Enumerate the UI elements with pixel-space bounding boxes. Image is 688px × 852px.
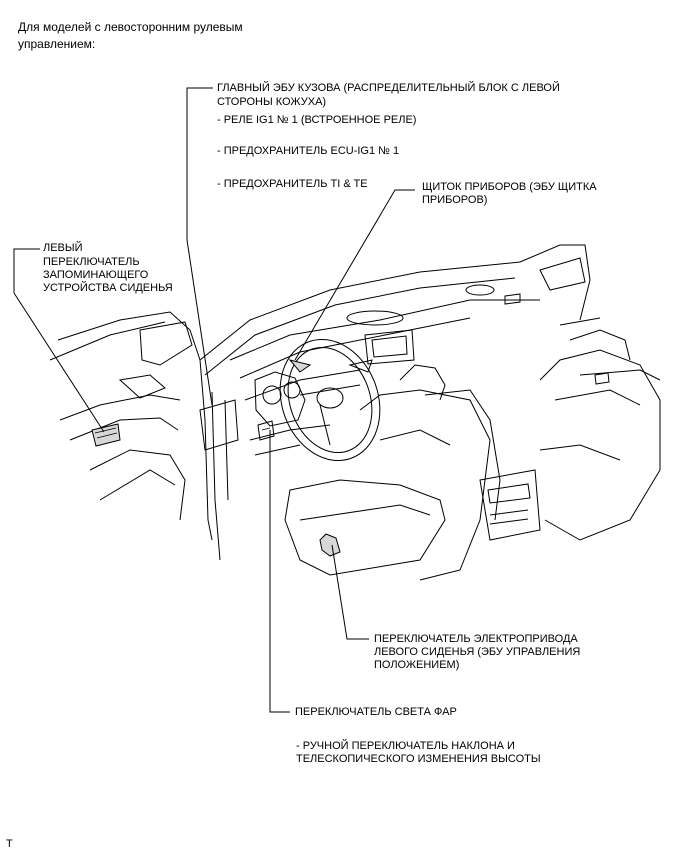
memory-switch-label-line3: ЗАПОМИНАЮЩЕГО bbox=[43, 269, 149, 281]
leader-lines bbox=[13, 87, 415, 713]
main-ecu-label-line2: СТОРОНЫ КОЖУХА) bbox=[217, 96, 327, 108]
fuse-ecu-label: - ПРЕДОХРАНИТЕЛЬ ECU-IG1 № 1 bbox=[217, 145, 400, 157]
left-door bbox=[49, 311, 213, 541]
windshield-frame bbox=[199, 261, 521, 561]
relay-label: - РЕЛЕ IG1 № 1 (ВСТРОЕННОЕ РЕЛЕ) bbox=[217, 114, 417, 126]
meter-label-line2: ПРИБОРОВ) bbox=[422, 194, 488, 206]
leader-headlight bbox=[269, 430, 290, 713]
main-ecu-label-line1: ГЛАВНЫЙ ЭБУ КУЗОВА (РАСПРЕДЕЛИТЕЛЬНЫЙ БЛ… bbox=[217, 82, 560, 94]
leader-seat-switch bbox=[331, 544, 369, 640]
fuse-ti-label: - ПРЕДОХРАНИТЕЛЬ TI & TE bbox=[217, 178, 368, 190]
dashboard bbox=[229, 284, 540, 456]
memory-switch-label-line2: ПЕРЕКЛЮЧАТЕЛЬ bbox=[43, 256, 140, 268]
tilt-switch-label-line2: ТЕЛЕСКОПИЧЕСКОГО ИЗМЕНЕНИЯ ВЫСОТЫ bbox=[296, 753, 541, 765]
right-door bbox=[519, 244, 661, 385]
leader-meter bbox=[294, 189, 415, 361]
seat-switch-label-line2: ЛЕВОГО СИДЕНЬЯ (ЭБУ УПРАВЛЕНИЯ bbox=[374, 646, 581, 658]
page-heading-line1: Для моделей с левосторонним рулевым bbox=[18, 20, 243, 34]
memory-switch-label-line1: ЛЕВЫЙ bbox=[43, 242, 83, 254]
driver-seat bbox=[284, 364, 491, 581]
seat-switch-label-line3: ПОЛОЖЕНИЕМ) bbox=[374, 659, 460, 671]
memory-switch-label-line4: УСТРОЙСТВА СИДЕНЬЯ bbox=[43, 282, 173, 294]
leader-memory-switch bbox=[13, 248, 105, 433]
passenger-seat bbox=[539, 329, 661, 541]
headlight-switch-label: ПЕРЕКЛЮЧАТЕЛЬ СВЕТА ФАР bbox=[295, 706, 457, 718]
seat-switch-label-line1: ПЕРЕКЛЮЧАТЕЛЬ ЭЛЕКТРОПРИВОДА bbox=[374, 633, 578, 645]
page-heading-line2: управлением: bbox=[18, 37, 96, 51]
steering-wheel bbox=[279, 338, 381, 462]
tilt-switch-label-line1: - РУЧНОЙ ПЕРЕКЛЮЧАТЕЛЬ НАКЛОНА И bbox=[296, 740, 515, 752]
footer-mark: T bbox=[6, 838, 13, 850]
center-console bbox=[424, 389, 541, 541]
leader-main-ecu bbox=[186, 87, 213, 406]
meter-label-line1: ЩИТОК ПРИБОРОВ (ЭБУ ЩИТКА bbox=[422, 181, 597, 193]
